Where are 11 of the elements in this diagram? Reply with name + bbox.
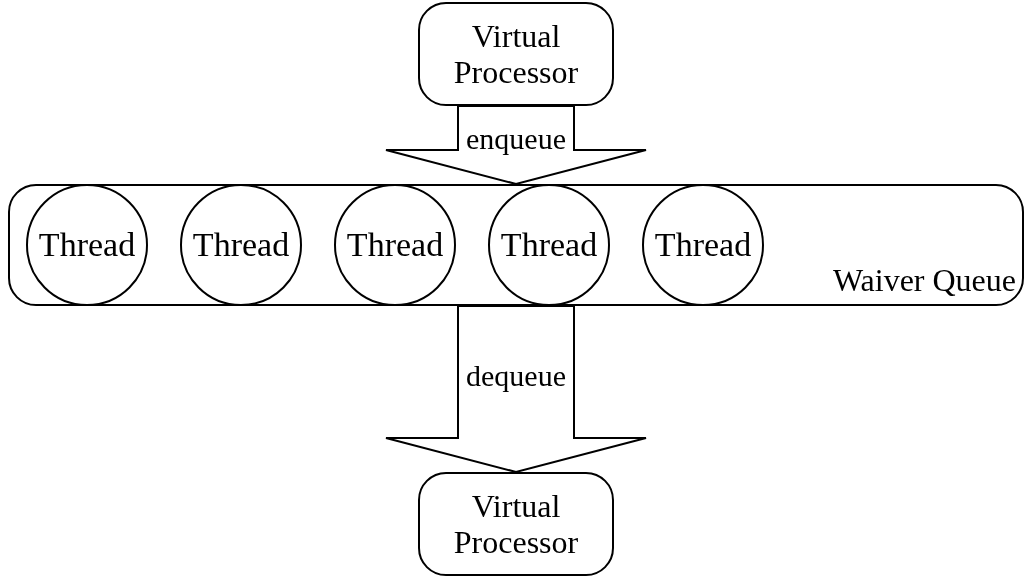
container-label: Waiver Queue — [832, 262, 1016, 298]
queue-container — [8, 184, 1024, 306]
node-label: Thread — [499, 227, 599, 263]
node-label: Thread — [345, 227, 445, 263]
node-label: Thread — [653, 227, 753, 263]
node-label: Virtual Processor — [452, 18, 580, 90]
rounded-box — [418, 2, 614, 106]
node-label: Thread — [191, 227, 291, 263]
node-label: Thread — [37, 227, 137, 263]
rounded-box — [418, 472, 614, 576]
node-label: Virtual Processor — [452, 488, 580, 560]
